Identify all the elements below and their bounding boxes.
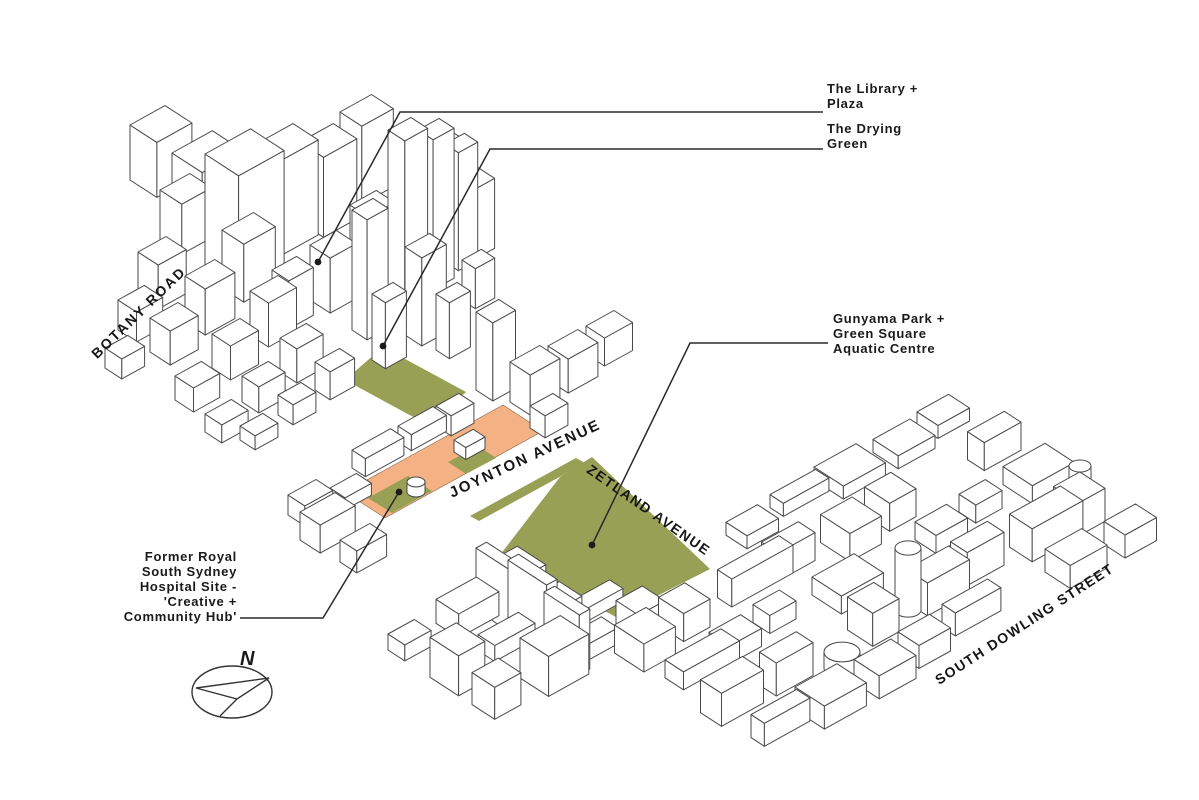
compass-north-label: N (240, 648, 255, 670)
leader-line-drying-green (382, 148, 823, 347)
building (249, 275, 297, 348)
annotation-line: Aquatic Centre (833, 341, 936, 356)
annotation-line: Gunyama Park + (833, 311, 946, 326)
leader-dot-hospital (395, 488, 403, 496)
building (769, 468, 830, 517)
building (277, 381, 317, 426)
building (339, 523, 388, 574)
leader-line-gunyama (591, 342, 828, 546)
building (299, 492, 356, 554)
leader-dot-gunyama (588, 541, 596, 549)
annotation-drying-green: The Drying Green (827, 121, 902, 151)
annotation-line: Green (827, 136, 869, 151)
buildings-layer (104, 94, 1157, 747)
building (853, 638, 917, 700)
annotation-line: 'Creative + (163, 594, 237, 609)
building (1044, 528, 1108, 589)
building (397, 406, 447, 452)
building (387, 619, 432, 662)
building (174, 360, 221, 413)
annotation-line: Hospital Site - (139, 579, 237, 594)
building (104, 334, 146, 380)
hospital-courtyard-green (448, 446, 496, 474)
building (847, 581, 900, 647)
building (717, 535, 794, 608)
building (149, 302, 199, 366)
building (864, 471, 917, 532)
building (700, 655, 764, 727)
annotation-line: Community Hub' (123, 609, 237, 624)
building (371, 281, 407, 370)
building (529, 392, 569, 439)
building (664, 628, 740, 691)
leader-line-library (317, 111, 823, 263)
drying-green-area (345, 347, 466, 425)
building (314, 347, 356, 401)
building (241, 360, 286, 414)
building (404, 232, 447, 347)
building-cylinder (894, 540, 922, 618)
building (435, 281, 471, 360)
building (958, 479, 1003, 524)
compass-ellipse (191, 665, 273, 719)
building (820, 496, 882, 563)
building (204, 398, 249, 444)
annotation-line: Green Square (833, 326, 927, 341)
annotation-line: Plaza (827, 96, 864, 111)
leader-dot-library (314, 258, 322, 266)
leader-dot-drying-green (379, 342, 387, 350)
annotation-line: Former Royal (144, 549, 237, 564)
building (239, 412, 279, 451)
park-green-strip (470, 458, 585, 521)
building (750, 688, 811, 747)
leader-line-hospital (240, 491, 400, 619)
annotation-library: The Library + Plaza (827, 81, 918, 111)
building (967, 410, 1022, 472)
building (658, 582, 711, 643)
compass-arrow-icon (195, 677, 270, 717)
annotation-gunyama: Gunyama Park + Green Square Aquatic Cent… (833, 311, 945, 356)
annotation-line: South Sydney (141, 564, 237, 579)
building (1009, 485, 1084, 563)
building (475, 298, 516, 402)
building-cylinder (406, 476, 426, 498)
building (351, 428, 405, 478)
building (509, 345, 561, 416)
building (872, 418, 936, 470)
building (519, 615, 590, 697)
annotation-line: The Library + (827, 81, 919, 96)
leader-layer (240, 111, 828, 619)
annotation-line: The Drying (827, 121, 902, 136)
building (1103, 503, 1157, 559)
building (752, 589, 797, 634)
building (725, 504, 779, 550)
compass: N (191, 648, 273, 719)
annotation-hospital: Former Royal South Sydney Hospital Site … (124, 549, 237, 624)
building (477, 611, 536, 662)
building (211, 318, 259, 381)
building (471, 657, 522, 720)
building (184, 259, 236, 336)
building (914, 503, 968, 554)
building (453, 428, 486, 461)
building (309, 229, 357, 314)
